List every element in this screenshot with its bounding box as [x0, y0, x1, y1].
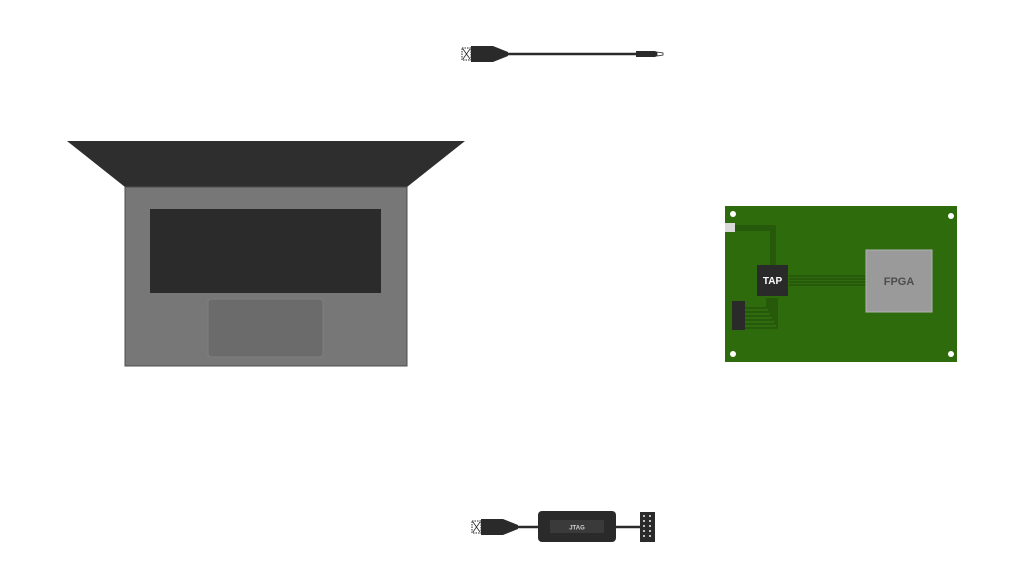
mount-holes: [730, 211, 954, 357]
usb-micro-cable[interactable]: [460, 40, 666, 68]
tap-chip-label: TAP: [763, 276, 783, 287]
jtag-header-connector: [640, 512, 655, 542]
jtag-adapter-label: JTAG: [569, 526, 585, 532]
micro-usb-plug: [636, 51, 664, 57]
laptop[interactable]: [65, 140, 467, 368]
fpga-chip: FPGA: [865, 249, 933, 313]
usb-port: [725, 223, 735, 232]
laptop-lid: [67, 141, 465, 187]
jtag-adapter-cable[interactable]: JTAG: [470, 508, 658, 546]
laptop-touchpad: [207, 298, 324, 358]
usb-a-plug: [461, 46, 508, 62]
jtag-header: [732, 301, 745, 330]
laptop-keyboard: [150, 209, 381, 293]
pcb-traces: [735, 225, 867, 329]
usb-a-plug: [471, 519, 518, 535]
jtag-adapter-box: JTAG: [538, 511, 616, 542]
fpga-chip-label: FPGA: [884, 276, 915, 288]
fpga-board[interactable]: TAP FPGA: [723, 204, 959, 364]
tap-chip: TAP: [757, 265, 788, 296]
